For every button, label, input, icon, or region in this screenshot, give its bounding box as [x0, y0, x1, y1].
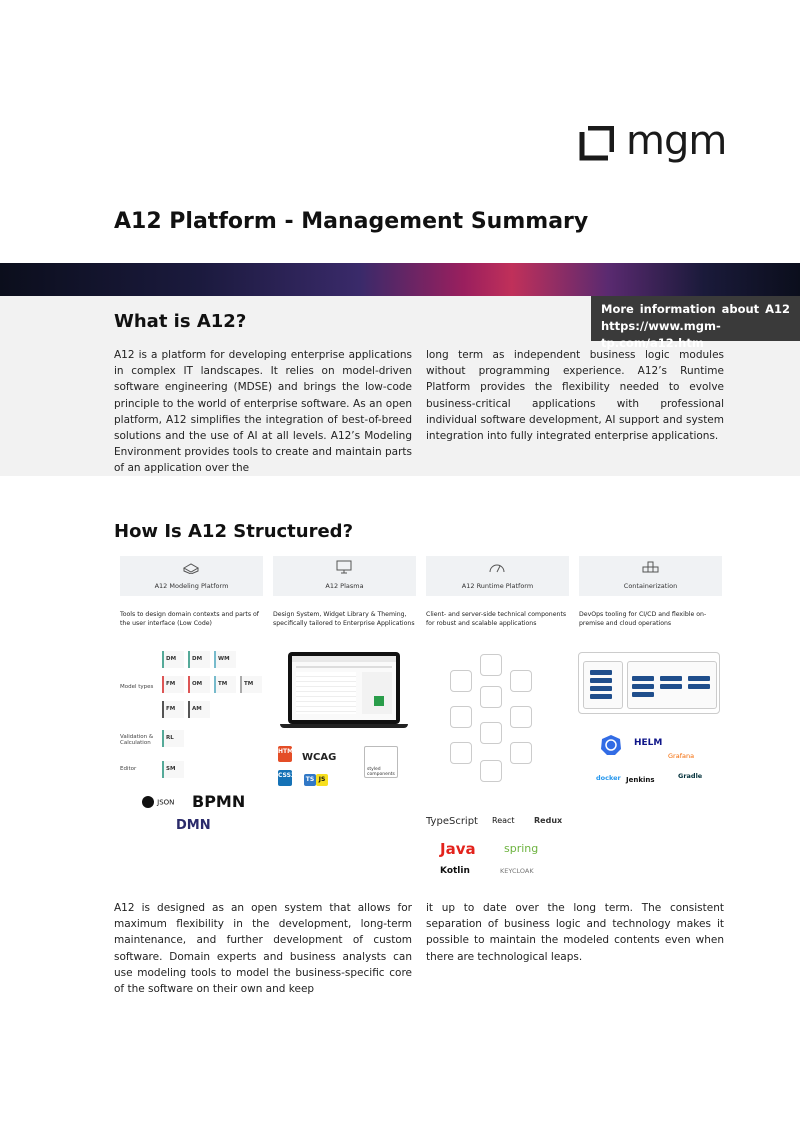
bpmn-logo: BPMN — [192, 792, 246, 811]
model-card: RL — [162, 730, 184, 747]
monitor-icon — [336, 560, 352, 574]
paragraph-left: A12 is a platform for developing enterpr… — [114, 349, 412, 475]
architecture-diagram: A12 Modeling Platform A12 Plasma A12 Run… — [120, 556, 725, 886]
component-hex — [480, 686, 502, 708]
redux-logo: Redux — [534, 816, 563, 825]
wcag-logo: WCAG — [302, 752, 337, 763]
component-hex — [450, 742, 472, 764]
kubernetes-icon — [601, 735, 621, 755]
model-card: AM — [188, 701, 210, 718]
paragraph-right: it up to date over the long term. The co… — [426, 902, 724, 963]
react-logo: React — [492, 816, 515, 825]
component-hex — [510, 706, 532, 728]
component-hex — [480, 722, 502, 744]
dmn-logo: DMN — [176, 818, 211, 833]
column-header-runtime: A12 Runtime Platform — [426, 556, 569, 596]
styled-components-logo: styled components — [364, 746, 398, 778]
column-header-modeling: A12 Modeling Platform — [120, 556, 263, 596]
section-heading-structure: How Is A12 Structured? — [114, 521, 354, 542]
model-types-label: Model types — [120, 684, 154, 690]
component-hex — [480, 760, 502, 782]
document-title: A12 Platform - Management Summary — [114, 209, 589, 234]
component-hex — [480, 654, 502, 676]
js-logo: JS — [316, 774, 328, 786]
more-info-link[interactable]: https://www.mgm-tp.com/a12.htm — [601, 319, 721, 350]
ts-logo: TS — [304, 774, 316, 786]
docker-logo: docker — [596, 774, 621, 782]
mgm-logo: mgm — [578, 121, 727, 162]
model-card: FM — [162, 701, 184, 718]
column-header-plasma: A12 Plasma — [273, 556, 416, 596]
column-desc-runtime: Client- and server-side technical compon… — [426, 611, 567, 627]
model-card: DM — [188, 651, 210, 668]
more-info-text: More information about A12 — [601, 302, 790, 316]
cluster-diagram — [578, 652, 720, 714]
jenkins-logo: Jenkins — [626, 776, 655, 784]
paragraph-right: long term as independent business logic … — [426, 349, 724, 443]
kotlin-logo: Kotlin — [440, 866, 470, 876]
gauge-icon — [489, 564, 505, 573]
component-hex — [510, 742, 532, 764]
laptop-mockup — [288, 652, 400, 724]
paragraph-left: A12 is designed as an open system that a… — [114, 902, 412, 996]
column-desc-modeling: Tools to design domain contexts and part… — [120, 611, 259, 627]
blocks-icon — [182, 563, 200, 574]
model-card: OM — [188, 676, 210, 693]
json-logo: JSON — [142, 796, 174, 808]
validation-label: Validation & Calculation — [120, 734, 154, 746]
component-hex — [450, 706, 472, 728]
column-header-containerization: Containerization — [579, 556, 722, 596]
model-card: WM — [214, 651, 236, 668]
css3-logo: CSS3 — [278, 770, 295, 786]
spring-logo: spring — [504, 842, 539, 855]
more-info-box: More information about A12 https://www.m… — [591, 296, 800, 350]
model-card: SM — [162, 761, 184, 778]
model-card: FM — [162, 676, 184, 693]
gradle-logo: Gradle — [678, 772, 703, 780]
model-card: TM — [240, 676, 262, 693]
component-hex — [450, 670, 472, 692]
java-logo: Java — [440, 840, 476, 858]
section2-text: A12 is designed as an open system that a… — [114, 900, 724, 997]
model-card: DM — [162, 651, 184, 668]
grafana-logo: Grafana — [668, 752, 695, 760]
section1-text: A12 is a platform for developing enterpr… — [114, 347, 724, 477]
html5-logo: HTML5 — [278, 746, 301, 762]
header-banner — [0, 263, 800, 296]
containers-icon — [642, 561, 659, 573]
logo-text: mgm — [626, 118, 727, 164]
column-desc-plasma: Design System, Widget Library & Theming,… — [273, 611, 415, 627]
helm-logo: HELM — [634, 738, 663, 748]
editor-label: Editor — [120, 766, 137, 772]
typescript-logo: TypeScript — [426, 816, 478, 827]
model-card: TM — [214, 676, 236, 693]
section-heading-what-is: What is A12? — [114, 311, 247, 332]
component-hex — [510, 670, 532, 692]
keycloak-logo: KEYCLOAK — [500, 867, 534, 875]
mgm-logo-mark-icon — [579, 126, 614, 161]
column-desc-containerization: DevOps tooling for CI/CD and flexible on… — [579, 611, 707, 627]
